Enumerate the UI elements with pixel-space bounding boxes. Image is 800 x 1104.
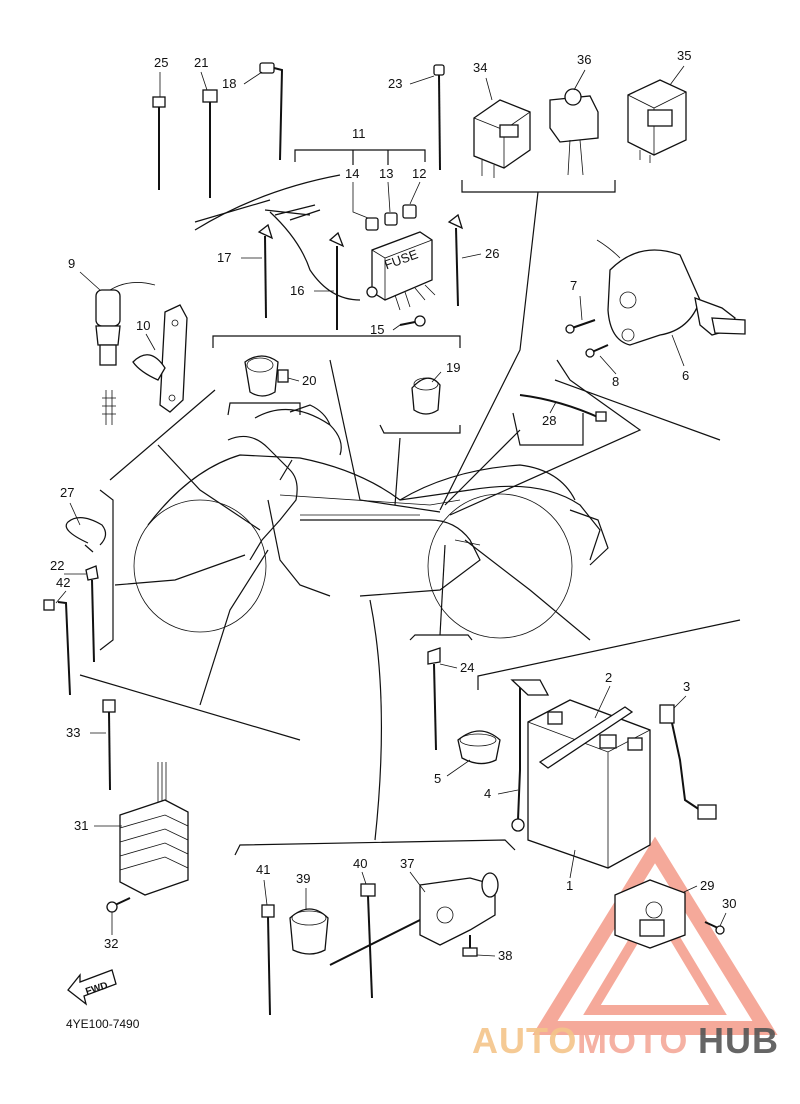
callout-14: 14: [345, 166, 359, 181]
callout-35: 35: [677, 48, 691, 63]
cable-band-23: [433, 64, 445, 171]
callout-24: 24: [460, 660, 474, 675]
callout-leaders: [55, 65, 727, 957]
callout-11: 11: [352, 126, 366, 141]
callout-18: 18: [222, 76, 236, 91]
callout-23: 23: [388, 76, 402, 91]
leader-lines: [79, 180, 741, 856]
watermark-word-moto: MOTO: [577, 1020, 688, 1061]
clamp-39: [289, 908, 329, 955]
callout-12: 12: [412, 166, 426, 181]
callout-40: 40: [353, 856, 367, 871]
flasher-relay-36: [549, 88, 599, 176]
spare-fuse-13: [384, 212, 398, 226]
spare-fuse-14: [365, 217, 379, 231]
callout-31: 31: [74, 818, 88, 833]
band-28: [519, 394, 607, 422]
callout-6: 6: [682, 368, 689, 383]
callout-36: 36: [577, 52, 591, 67]
fuse-box-assembly: FUSE: [194, 149, 464, 330]
callout-20: 20: [302, 373, 316, 388]
clamp-19: [411, 377, 441, 415]
callout-numbers: 25 21 18 23 34 36 35 11 14 13 12 17 26 1…: [50, 48, 736, 963]
starter-relay-29: [614, 879, 686, 949]
relay-35: [627, 79, 687, 163]
relay-34: [473, 99, 531, 178]
watermark-word-hub: HUB: [698, 1020, 779, 1061]
callout-17: 17: [217, 250, 231, 265]
bolt-7: [565, 319, 596, 334]
callout-38: 38: [498, 948, 512, 963]
cable-tie-21: [202, 89, 218, 198]
part-code: 4YE100-7490: [66, 1017, 140, 1031]
callout-29: 29: [700, 878, 714, 893]
callout-19: 19: [446, 360, 460, 375]
callout-42: 42: [56, 575, 70, 590]
bolt-8: [585, 344, 609, 358]
callout-21: 21: [194, 55, 208, 70]
cable-tie-22: [85, 565, 99, 663]
cable-tie-41: [261, 904, 275, 1016]
clamp-20: [244, 355, 289, 397]
sensor-37: [329, 872, 499, 966]
watermark-word-auto: AUTO: [472, 1020, 577, 1061]
cable-tie-40: [360, 883, 376, 999]
battery-lead-4: [510, 679, 550, 832]
callout-8: 8: [612, 374, 619, 389]
battery-lead-3: [659, 704, 717, 820]
callout-32: 32: [104, 936, 118, 951]
cable-tie-33: [102, 699, 116, 791]
watermark-logo: [532, 836, 778, 1035]
callout-33: 33: [66, 725, 80, 740]
callout-41: 41: [256, 862, 270, 877]
callout-39: 39: [296, 871, 310, 886]
callout-5: 5: [434, 771, 441, 786]
main-switch-6: [596, 239, 746, 346]
callout-10: 10: [136, 318, 150, 333]
callout-9: 9: [68, 256, 75, 271]
watermark-text: AUTO MOTO HUB: [472, 1020, 779, 1061]
rectifier-regulator-31: [119, 762, 189, 896]
sidestand-switch-9: [95, 282, 156, 425]
cable-tie-24: [427, 647, 441, 751]
callout-16: 16: [290, 283, 304, 298]
callout-13: 13: [379, 166, 393, 181]
cable-band-18: [259, 62, 284, 161]
motorcycle-outline: [133, 404, 609, 639]
callout-26: 26: [485, 246, 499, 261]
callout-27: 27: [60, 485, 74, 500]
callout-7: 7: [570, 278, 577, 293]
callout-22: 22: [50, 558, 64, 573]
battery-band-2: [538, 706, 634, 769]
callout-1: 1: [566, 878, 573, 893]
battery-1: [527, 699, 651, 869]
callout-34: 34: [473, 60, 487, 75]
callout-25: 25: [154, 55, 168, 70]
callout-2: 2: [605, 670, 612, 685]
clamp-27: [65, 517, 107, 553]
callout-28: 28: [542, 413, 556, 428]
fwd-arrow-icon: FWD: [67, 969, 117, 1006]
cable-tie-42: [43, 599, 71, 696]
bracket-10: [132, 304, 188, 413]
cable-tie-25: [152, 96, 166, 190]
bolt-38: [462, 935, 478, 957]
callout-3: 3: [683, 679, 690, 694]
bolt-32: [106, 897, 131, 913]
callout-15: 15: [370, 322, 384, 337]
clamp-5: [457, 730, 501, 765]
spare-fuse-12: [402, 204, 417, 219]
callout-30: 30: [722, 896, 736, 911]
callout-4: 4: [484, 786, 491, 801]
callout-37: 37: [400, 856, 414, 871]
